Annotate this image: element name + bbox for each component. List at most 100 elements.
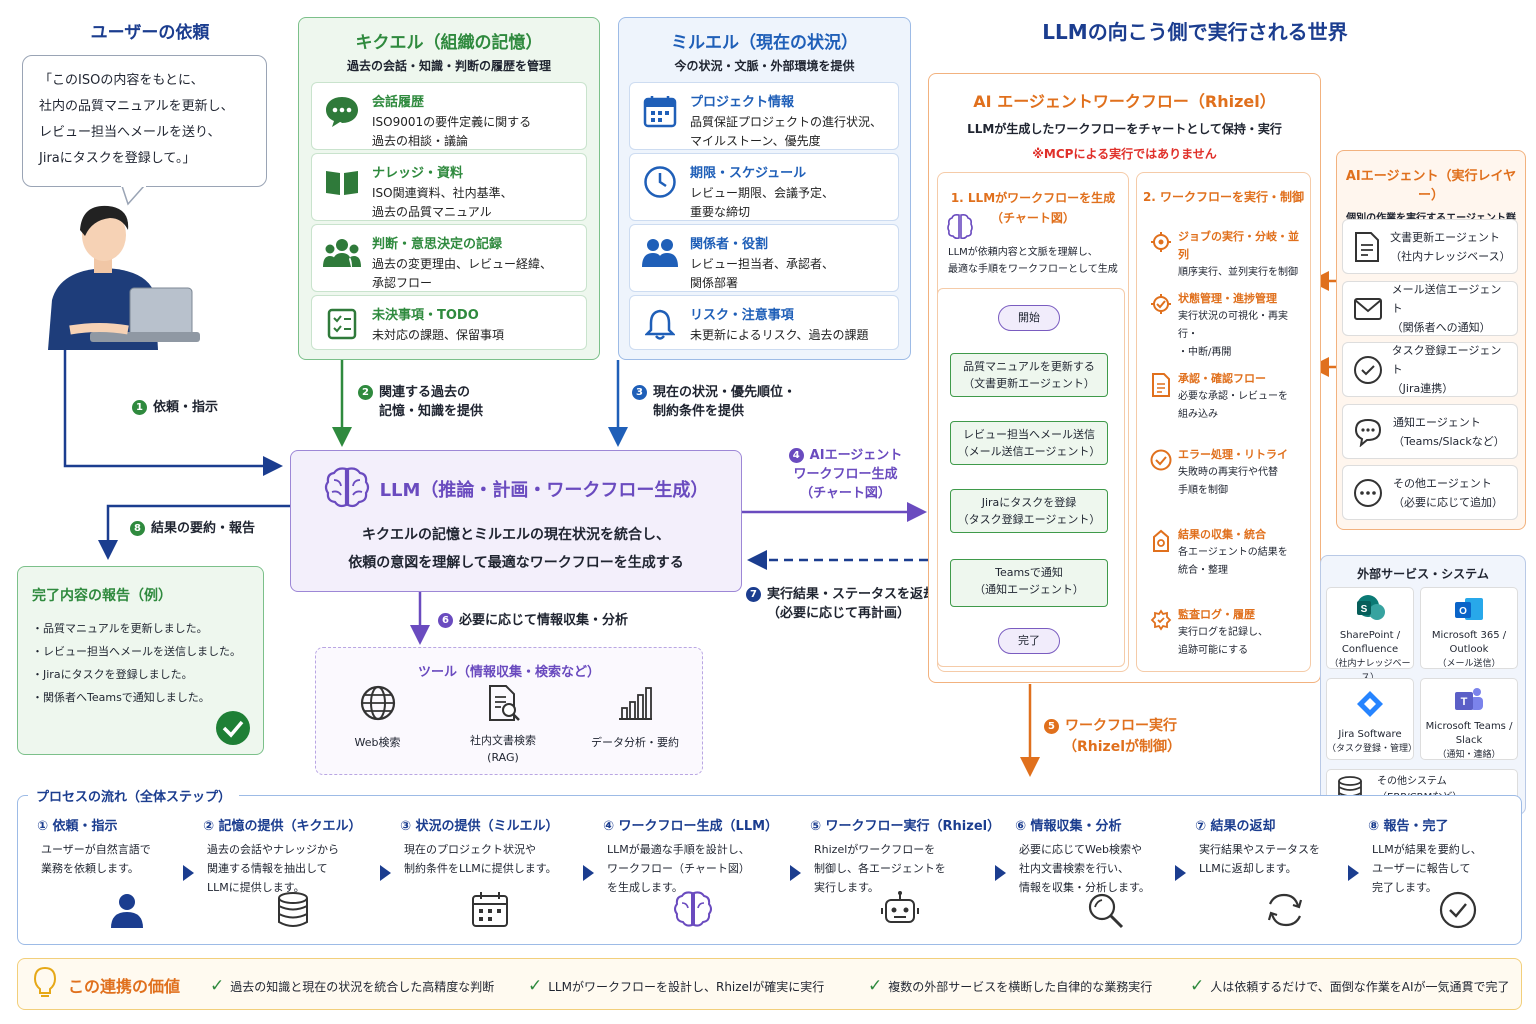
col1-desc: LLMが依頼内容と文脈を理解し、最適な手順をワークフローとして生成 <box>948 247 1118 275</box>
process-arrow-icon <box>583 865 594 881</box>
request-line: Jiraにタスクを登録して。」 <box>39 151 196 166</box>
flow-start: 開始 <box>998 305 1060 331</box>
request-line: 社内の品質マニュアルを更新し、 <box>39 99 234 114</box>
miruel-item-title: 期限・スケジュール <box>690 166 807 181</box>
process-arrow-icon <box>995 865 1006 881</box>
arrow-8 <box>98 504 290 560</box>
people-icon <box>322 233 362 273</box>
world-title: LLMの向こう側で実行される世界 <box>1042 20 1348 44</box>
miruel-item-desc: 未更新によるリスク、過去の課題 <box>690 328 869 342</box>
people-icon <box>640 233 680 273</box>
miruel-item: プロジェクト情報品質保証プロジェクトの進行状況、マイルストーン、優先度 <box>629 82 899 150</box>
miruel-item-desc: レビュー担当者、承認者、 <box>690 257 835 271</box>
user-at-laptop-illustration <box>48 205 200 350</box>
value-item: ✓LLMがワークフローを設計し、Rhizelが確実に実行 <box>528 976 825 996</box>
service-sharepoint: S SharePoint / Confluence（社内ナレッジベース） <box>1326 587 1414 683</box>
service-jira: Jira Software（タスク登録・管理） <box>1326 678 1417 760</box>
value-bar <box>17 958 1522 1010</box>
process-step-desc: ユーザーが自然言語で業務を依頼します。 <box>41 843 151 875</box>
miruel-title: ミルエル（現在の状況） <box>671 33 858 53</box>
miruel-item-desc: 関係部署 <box>690 276 739 290</box>
miruel-item-desc: 品質保証プロジェクトの進行状況、 <box>690 115 883 129</box>
calendar-icon <box>640 91 680 131</box>
flow-step: 品質マニュアルを更新する（文書更新エージェント） <box>950 353 1108 397</box>
process-step-title: ⑤ ワークフロー実行（Rhizel） <box>810 819 1001 834</box>
kikueru-item: 判断・意思決定の記録過去の変更理由、レビュー経緯、承認フロー <box>311 224 587 292</box>
control-item: 監査ログ・履歴実行ログを記録し、追跡可能にする <box>1150 606 1300 660</box>
process-step-desc: 現在のプロジェクト状況や制約条件をLLMに提供します。 <box>404 843 557 875</box>
kikueru-item-desc: 過去の品質マニュアル <box>372 205 492 219</box>
miruel-item-title: プロジェクト情報 <box>690 95 795 110</box>
book-icon <box>322 162 362 202</box>
process-step: ⑤ ワークフロー実行（Rhizel）Rhizelがワークフローを制御し、各エージ… <box>810 815 1001 923</box>
control-item: ジョブの実行・分岐・並列順序実行、並列実行を制御 <box>1150 228 1300 282</box>
checklist-icon <box>322 304 362 344</box>
miruel-item-desc: レビュー期限、会議予定、 <box>690 186 835 200</box>
mail-icon <box>1354 297 1382 320</box>
service-outlook: O Microsoft 365 / Outlook（メール送信） <box>1420 587 1518 669</box>
kikueru-item-desc: ISO関連資料、社内基準、 <box>372 186 513 200</box>
process-arrow-icon <box>380 865 391 881</box>
miruel-subtitle: 今の状況・文脈・外部環境を提供 <box>674 59 855 73</box>
agent-card: その他エージェント（必要に応じて追加） <box>1342 465 1518 520</box>
process-step: ④ ワークフロー生成（LLM）LLMが最適な手順を設計し、ワークフロー（チャート… <box>603 815 778 927</box>
check-circle-icon <box>1439 891 1477 929</box>
log-icon <box>1150 609 1172 631</box>
agent-card: 文書更新エージェント（社内ナレッジベース） <box>1342 219 1518 274</box>
rhizel-title: AI エージェントワークフロー（Rhizel） <box>973 92 1276 111</box>
calendar-icon <box>472 892 508 927</box>
process-step-title: ⑧ 報告・完了 <box>1368 819 1449 834</box>
report-item: ・Jiraにタスクを登録しました。 <box>32 668 193 681</box>
chat-icon <box>322 91 362 131</box>
more-icon <box>1354 478 1382 507</box>
arrow-1 <box>63 345 283 476</box>
user-request-bubble: 「このISOの内容をもとに、 社内の品質マニュアルを更新し、 レビュー担当へメー… <box>22 55 267 187</box>
tool-label: Web検索 <box>354 736 401 749</box>
value-title: この連携の価値 <box>68 977 181 996</box>
document-icon <box>1355 231 1379 262</box>
globe-icon <box>360 685 395 721</box>
kikueru-item-title: 判断・意思決定の記録 <box>372 237 503 252</box>
gear-icon <box>1151 294 1171 314</box>
miruel-item-title: リスク・注意事項 <box>690 308 794 323</box>
kikueru-item-desc: 過去の相談・議論 <box>372 134 469 148</box>
brain-icon <box>947 214 973 240</box>
llm-box: LLM（推論・計画・ワークフロー生成） キクエルの記憶とミルエルの現在状況を統合… <box>290 450 742 592</box>
brain-icon <box>674 891 712 927</box>
process-step-desc: LLMが最適な手順を設計し、ワークフロー（チャート図）を生成します。 <box>607 843 750 894</box>
process-step-title: ③ 状況の提供（ミルエル） <box>400 819 559 834</box>
svg-text:O: O <box>1459 606 1467 617</box>
miruel-item-desc: マイルストーン、優先度 <box>690 134 821 148</box>
flow-end: 完了 <box>998 628 1060 654</box>
value-item: ✓人は依頼するだけで、面倒な作業をAIが一気通貫で完了 <box>1190 976 1510 996</box>
control-item: 状態管理・進捗管理実行状況の可視化・再実行・・中断/再開 <box>1150 290 1300 362</box>
kikueru-item-desc: 過去の変更理由、レビュー経緯、 <box>372 257 553 271</box>
clock-icon <box>640 162 680 202</box>
kikueru-item-title: ナレッジ・資料 <box>372 166 464 181</box>
process-panel <box>17 795 1522 945</box>
agents-subtitle: 個別の作業を実行するエージェント群 <box>1337 209 1525 224</box>
kikueru-item-title: 会話履歴 <box>372 95 425 110</box>
brain-icon <box>324 466 370 512</box>
user-section-title: ユーザーの依頼 <box>90 23 210 43</box>
database-icon <box>278 892 308 927</box>
rhizel-subtitle: LLMが生成したワークフローをチャートとして保持・実行 <box>967 122 1282 136</box>
flow-step: Jiraにタスクを登録（タスク登録エージェント） <box>950 489 1108 533</box>
value-item: ✓複数の外部サービスを横断した自律的な業務実行 <box>868 976 1153 996</box>
col1-title: 1. LLMがワークフローを生成（チャート図） <box>950 191 1116 225</box>
miruel-item: 関係者・役割レビュー担当者、承認者、関係部署 <box>629 224 899 292</box>
merge-icon <box>1153 529 1169 552</box>
tool-label: 社内文書検索 (RAG) <box>470 734 536 764</box>
process-arrow-icon <box>183 865 194 881</box>
process-title: プロセスの流れ（全体ステップ） <box>28 786 240 805</box>
process-arrow-icon <box>1175 865 1186 881</box>
process-step: ① 依頼・指示ユーザーが自然言語で業務を依頼します。 <box>37 815 212 928</box>
document-search-icon <box>489 685 520 721</box>
process-step: ③ 状況の提供（ミルエル） 現在のプロジェクト状況や制約条件をLLMに提供します。 <box>400 815 575 927</box>
